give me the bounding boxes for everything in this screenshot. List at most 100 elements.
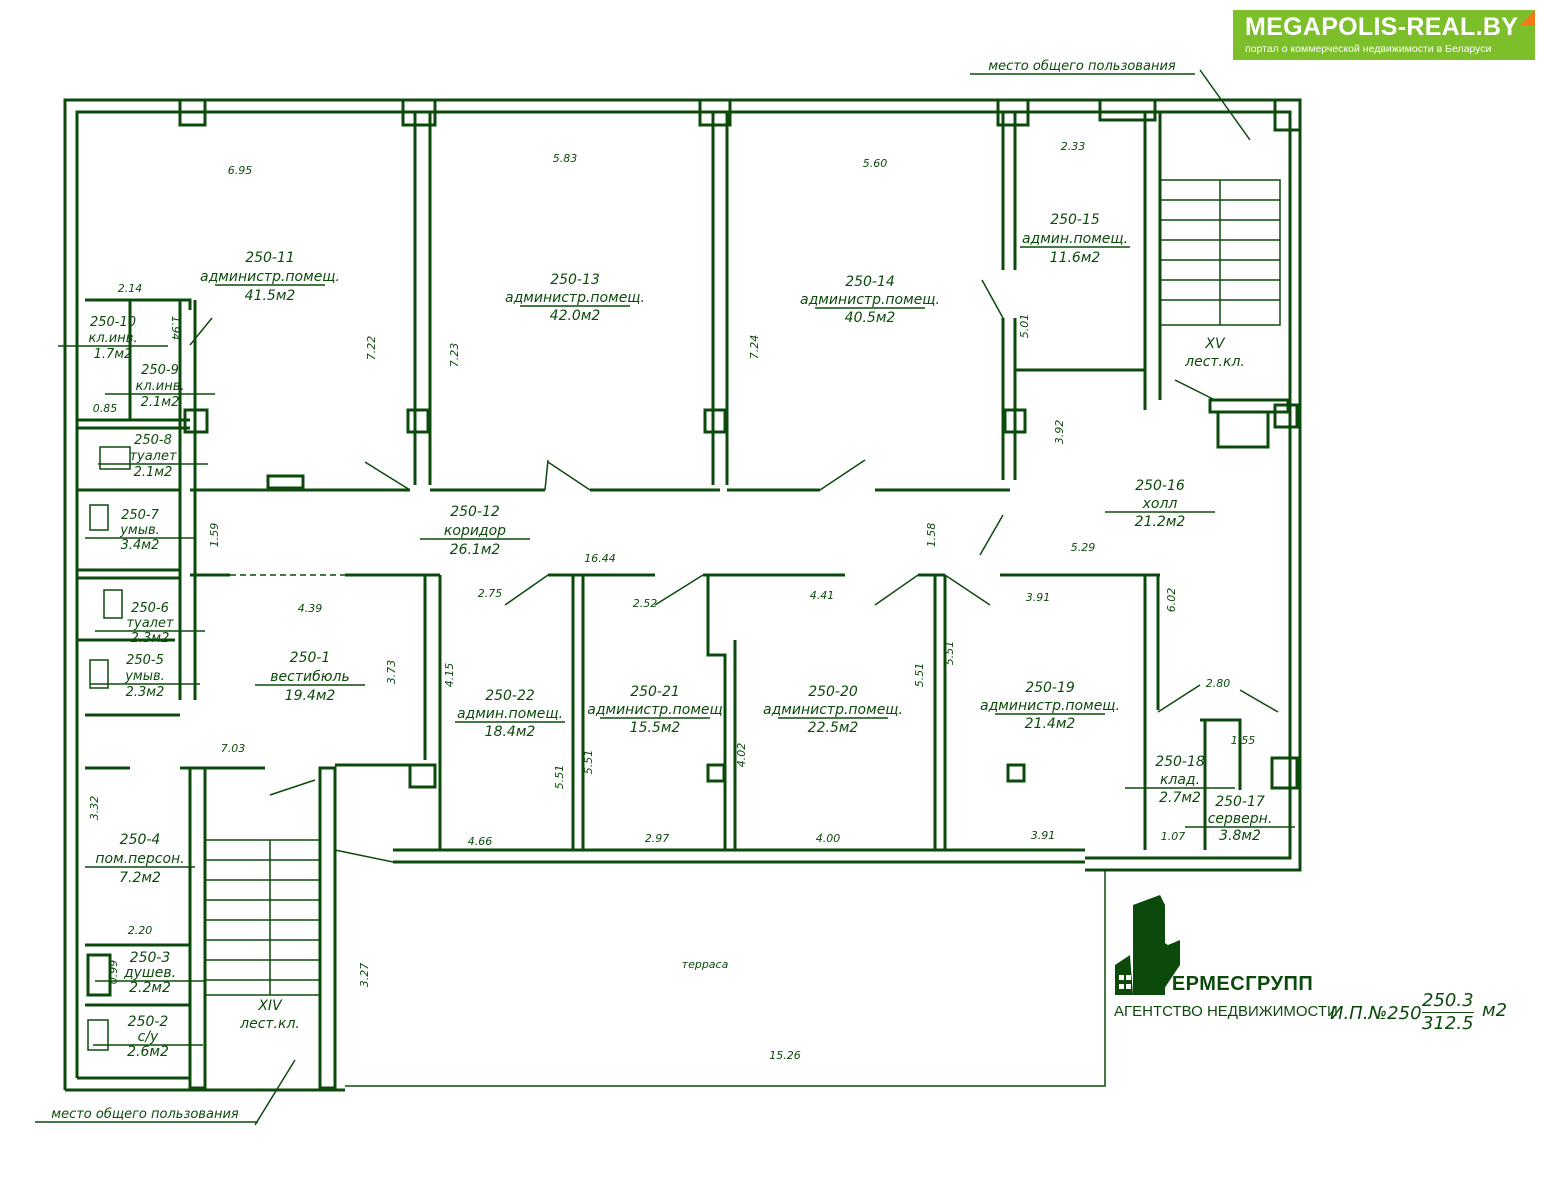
dimension-label: 5.83: [553, 152, 578, 165]
room-id: 250-8: [134, 433, 172, 448]
room-area: 2.2м2: [129, 980, 171, 996]
walls: [63, 69, 1302, 1126]
dimension-label: 3.91: [1031, 829, 1056, 842]
room-area: 40.5м2: [845, 310, 896, 326]
watermark-tagline: портал о коммерческой недвижимости в Бел…: [1245, 43, 1492, 55]
room-id: 250-20: [808, 684, 858, 700]
room-area: 21.2м2: [1135, 514, 1186, 530]
room-name: с/у: [138, 1029, 159, 1045]
common-area-label-bottom: место общего пользования: [51, 1107, 239, 1122]
room-id: 250-13: [550, 272, 600, 288]
room-id: 250-19: [1025, 680, 1075, 696]
room-name: администр.помещ: [587, 702, 722, 718]
room-label: 250-9кл.инв.2.1м2: [105, 363, 215, 410]
room-area: 26.1м2: [450, 542, 501, 558]
agency-subtitle: АГЕНТСТВО НЕДВИЖИМОСТИ: [1114, 1003, 1338, 1020]
dimension-label: 1.55: [1231, 734, 1256, 747]
megapolis-watermark: MEGAPOLIS-REAL.BY портал о коммерческой …: [1233, 10, 1535, 60]
room-area: 2.7м2: [1159, 790, 1201, 806]
room-id: 250-7: [121, 508, 160, 523]
room-name: серверн.: [1208, 811, 1273, 827]
dimension-label: 7.03: [221, 742, 246, 755]
room-area: 3.4м2: [121, 538, 160, 553]
room-name: душев.: [123, 965, 176, 981]
area-fraction: 250.3 312.5: [1422, 990, 1474, 1035]
germesgroup-logo-icon: [1115, 895, 1180, 995]
stair-xv: [1159, 69, 1290, 449]
room-name: клад.: [1160, 772, 1200, 788]
room-id: 250-6: [131, 601, 169, 616]
dimension-label: 3.73: [385, 660, 398, 685]
room-area: 42.0м2: [550, 308, 601, 324]
dimension-label: 4.66: [468, 835, 493, 848]
room-name: админ.помещ.: [457, 706, 563, 722]
watermark-site: MEGAPOLIS-REAL.BY: [1245, 13, 1519, 41]
room-name: пом.персон.: [95, 851, 184, 867]
room-name: администр.помещ.: [763, 702, 903, 718]
stair-name: лест.кл.: [239, 1016, 300, 1032]
stair-name: лест.кл.: [1184, 354, 1245, 370]
room-name: кл.инв.: [135, 379, 184, 394]
room-name: админ.помещ.: [1022, 231, 1128, 247]
dimension-label: 5.51: [553, 765, 566, 790]
stair-id: XIV: [257, 998, 283, 1014]
dimension-label: 2.14: [118, 282, 143, 295]
room-area: 3.8м2: [1219, 828, 1261, 844]
dimension-label: 2.52: [633, 597, 658, 610]
dimension-label: 3.91: [1026, 591, 1051, 604]
room-area: 2.3м2: [126, 685, 165, 700]
dimension-label: 7.24: [748, 335, 761, 360]
terrace-label: терраса: [682, 958, 729, 971]
room-id: 250-17: [1215, 794, 1265, 810]
dimension-label: 3.32: [88, 796, 101, 821]
dimension-label: 5.51: [913, 663, 926, 688]
dimension-label: 1.07: [1161, 830, 1186, 843]
dimension-label: 1.59: [208, 523, 221, 548]
room-area: 41.5м2: [245, 288, 296, 304]
room-name: туалет: [126, 616, 174, 631]
dimension-label: 4.39: [298, 602, 323, 615]
dimension-label: 2.33: [1061, 140, 1086, 153]
dimension-label: 0.99: [107, 960, 120, 985]
dimension-label: 5.51: [943, 641, 956, 666]
room-name: администр.помещ.: [505, 290, 645, 306]
room-area: 2.6м2: [127, 1044, 169, 1060]
room-id: 250-12: [450, 504, 500, 520]
room-name: коридор: [444, 523, 506, 539]
area-unit: м2: [1482, 1000, 1508, 1021]
dimension-label: 2.75: [478, 587, 503, 600]
plan-number: И.П.№250: [1330, 1003, 1422, 1024]
dimension-label: 2.20: [128, 924, 153, 937]
room-name: администр.помещ.: [200, 269, 340, 285]
dimension-label: 2.80: [1206, 677, 1231, 690]
room-name: умыв.: [119, 523, 160, 538]
room-area: 7.2м2: [119, 870, 161, 886]
room-area: 2.1м2: [134, 465, 173, 480]
agency-name: ГЕРМЕСГРУПП: [1160, 973, 1314, 995]
stair-xiv: [180, 766, 337, 1126]
dimension-label: 7.23: [448, 343, 461, 368]
dimension-label: 4.00: [816, 832, 841, 845]
dimension-label: 0.85: [93, 402, 118, 415]
dimension-label: 6.02: [1165, 588, 1178, 613]
area-total: 312.5: [1422, 1013, 1474, 1034]
room-id: 250-21: [630, 684, 680, 700]
room-name: умыв.: [124, 669, 165, 684]
room-area: 2.1м2: [141, 395, 180, 410]
stair-id: XV: [1204, 336, 1226, 352]
room-name: вестибюль: [270, 669, 349, 685]
dimension-label: 2.97: [645, 832, 670, 845]
